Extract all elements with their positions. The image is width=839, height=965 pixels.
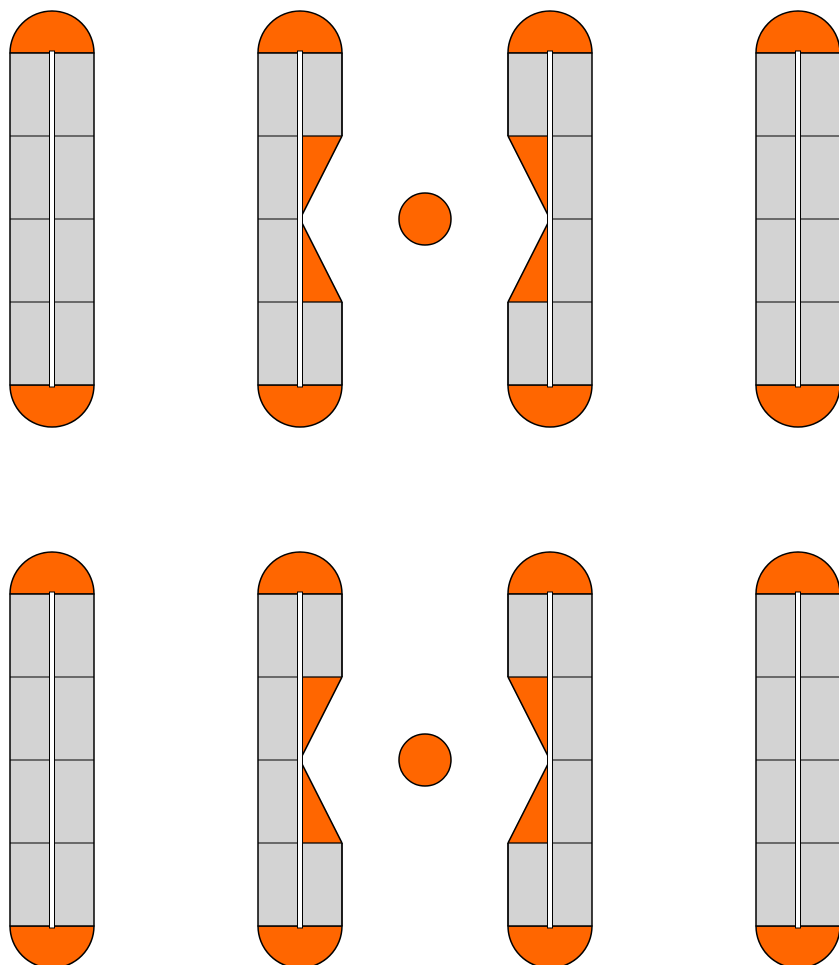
notched-column — [506, 552, 592, 965]
bottom-cap — [508, 926, 592, 965]
bottom-cap — [10, 926, 94, 965]
center-spine — [548, 51, 553, 387]
plain-column — [10, 11, 94, 427]
center-dot — [399, 734, 451, 786]
center-spine — [50, 51, 55, 387]
diagram-row — [10, 11, 839, 427]
bottom-cap — [258, 385, 342, 427]
bottom-cap — [258, 926, 342, 965]
center-spine — [796, 51, 801, 387]
plain-column — [756, 11, 839, 427]
top-cap — [756, 552, 839, 594]
top-cap — [258, 11, 342, 53]
plain-column — [10, 552, 94, 965]
notched-column — [506, 11, 592, 427]
center-spine — [50, 592, 55, 928]
bottom-cap — [756, 926, 839, 965]
center-spine — [548, 592, 553, 928]
top-cap — [508, 11, 592, 53]
top-cap — [756, 11, 839, 53]
top-cap — [508, 552, 592, 594]
bottom-cap — [756, 385, 839, 427]
bottom-cap — [10, 385, 94, 427]
notched-column — [258, 11, 344, 427]
plain-column — [756, 552, 839, 965]
center-spine — [796, 592, 801, 928]
top-cap — [10, 552, 94, 594]
top-cap — [10, 11, 94, 53]
bottom-cap — [508, 385, 592, 427]
top-cap — [258, 552, 342, 594]
center-spine — [298, 592, 303, 928]
notched-column — [258, 552, 344, 965]
center-spine — [298, 51, 303, 387]
center-dot — [399, 193, 451, 245]
diagram-row — [10, 552, 839, 965]
